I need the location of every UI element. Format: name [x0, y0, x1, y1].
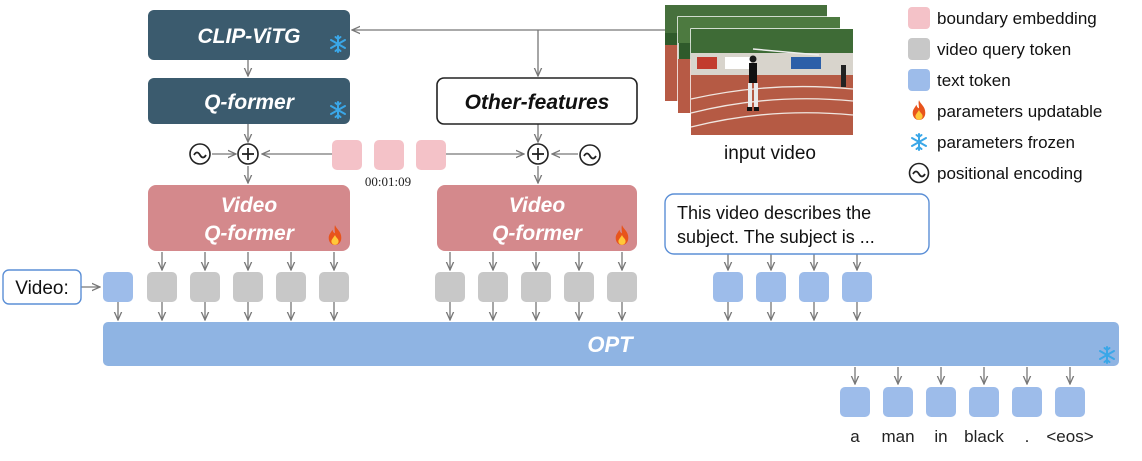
output-token-label: <eos> [1046, 427, 1093, 446]
legend-item: boundary embedding [908, 7, 1097, 29]
timestamp: 00:01:09 [365, 174, 411, 189]
clip-vitg-module: CLIP-ViTG [148, 10, 350, 60]
opt-label: OPT [587, 332, 634, 357]
video-qformer-left-line1: Video [221, 194, 278, 217]
legend-item: parameters updatable [912, 100, 1102, 121]
fire-icon [912, 100, 926, 120]
legend-item: parameters frozen [911, 133, 1075, 152]
video-qformer-left-line2: Q-former [204, 222, 296, 245]
video-query-tokens [147, 272, 637, 302]
legend-label: parameters updatable [937, 102, 1102, 121]
athlete [747, 55, 759, 111]
text-prompt-line2: subject. The subject is ... [677, 227, 875, 247]
qformer-module: Q-former [148, 78, 350, 124]
video-prompt-label: Video: [15, 278, 69, 299]
token-arrows [118, 252, 1070, 384]
legend-swatch [908, 7, 930, 29]
legend-item: text token [908, 69, 1011, 91]
text-prompt-line1: This video describes the [677, 203, 871, 223]
video-qformer-left: Video Q-former [148, 185, 350, 251]
output-token [840, 387, 870, 417]
video-query-token [190, 272, 220, 302]
legend-label: video query token [937, 40, 1071, 59]
qformer-label: Q-former [204, 91, 296, 114]
video-query-token [276, 272, 306, 302]
video-prompt: Video: [2, 269, 133, 305]
other-features-module: Other-features [436, 77, 638, 125]
output-token [1055, 387, 1085, 417]
output-token [969, 387, 999, 417]
input-video: input video [665, 5, 854, 164]
snowflake-icon [911, 133, 927, 151]
text-token [842, 272, 872, 302]
positional-encoding-left [189, 143, 211, 165]
connectors [80, 30, 665, 287]
output-token-label: man [881, 427, 914, 446]
legend-label: text token [937, 71, 1011, 90]
tilde-circle-icon [908, 162, 930, 184]
legend-swatch [908, 38, 930, 60]
video-query-token [521, 272, 551, 302]
positional-encoding-right [579, 144, 601, 166]
video-qformer-right-line1: Video [509, 194, 566, 217]
add-node-right [527, 143, 549, 165]
text-token [756, 272, 786, 302]
clip-vitg-label: CLIP-ViTG [197, 25, 300, 48]
boundary-embeddings: 00:01:09 [332, 140, 446, 189]
opt-module: OPT [103, 322, 1119, 366]
legend-swatch [908, 69, 930, 91]
tilde-circle-icon [583, 152, 597, 160]
text-token [713, 272, 743, 302]
legend-label: positional encoding [937, 164, 1083, 183]
add-node-left [237, 143, 259, 165]
tilde-circle-icon [193, 151, 207, 159]
output-token [1012, 387, 1042, 417]
output-token [926, 387, 956, 417]
text-token [799, 272, 829, 302]
legend-item: video query token [908, 38, 1071, 60]
legend-label: parameters frozen [937, 133, 1075, 152]
output-token-label: black [964, 427, 1004, 446]
video-frame-front [690, 28, 854, 136]
video-prompt-token [103, 272, 133, 302]
video-qformer-right-line2: Q-former [492, 222, 584, 245]
legend: boundary embedding video query token text … [908, 7, 1102, 184]
video-query-token [435, 272, 465, 302]
input-video-label: input video [724, 143, 816, 164]
output-token-label: a [850, 427, 860, 446]
legend-label: boundary embedding [937, 9, 1097, 28]
video-query-token [319, 272, 349, 302]
video-query-token [233, 272, 263, 302]
other-features-label: Other-features [465, 91, 610, 114]
video-query-token [564, 272, 594, 302]
output-token-label: . [1025, 427, 1030, 446]
output-token-label: in [934, 427, 947, 446]
video-qformer-right: Video Q-former [437, 185, 637, 251]
video-query-token [147, 272, 177, 302]
video-query-token [607, 272, 637, 302]
output-token [883, 387, 913, 417]
text-prompt-tokens [713, 272, 872, 302]
text-prompt: This video describes the subject. The su… [664, 193, 930, 255]
video-query-token [478, 272, 508, 302]
legend-item: positional encoding [908, 162, 1083, 184]
